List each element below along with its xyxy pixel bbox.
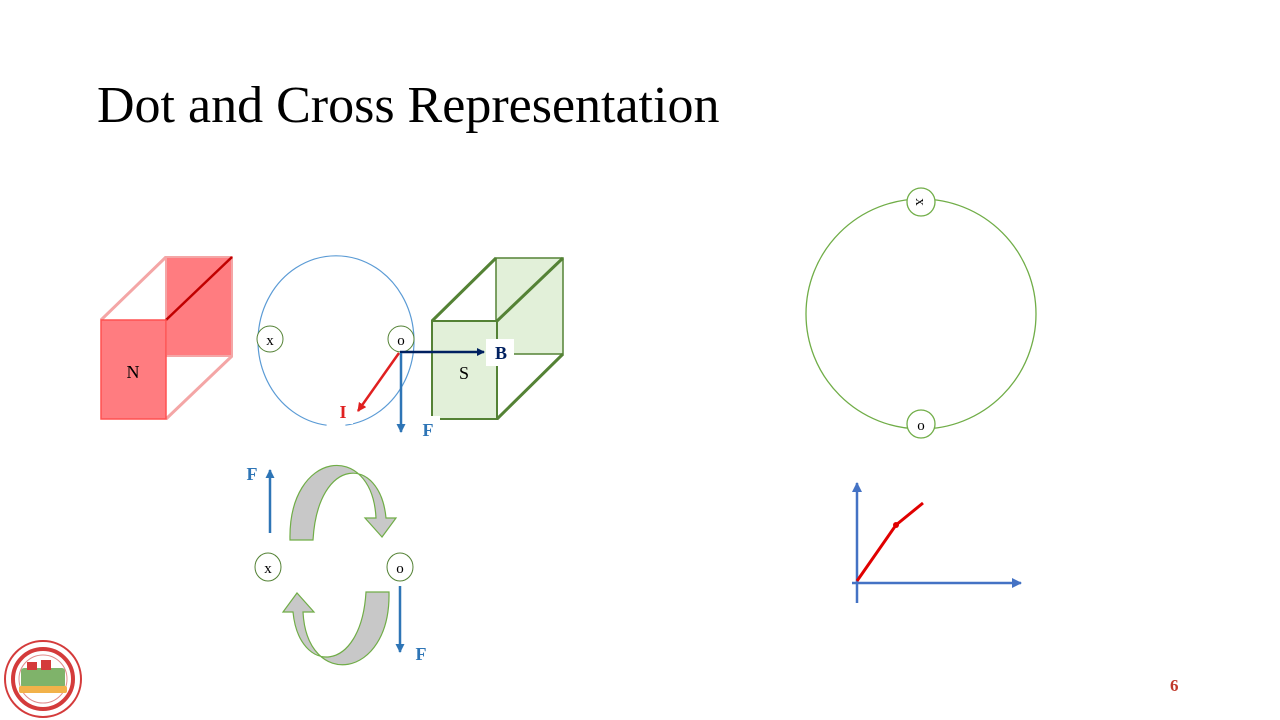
north-magnet: N	[99, 255, 234, 421]
current-label: I	[339, 402, 346, 422]
cross-symbol: x	[266, 333, 274, 349]
north-magnet-edge	[164, 354, 234, 421]
rotation-arrow-upper	[289, 464, 398, 541]
dot-symbol: o	[397, 333, 405, 349]
current-label-box	[333, 398, 353, 424]
south-magnet-edge	[495, 352, 565, 421]
armature-bottom-symbol: o	[917, 418, 925, 434]
north-magnet-label: N	[127, 362, 140, 382]
north-magnet-back-face	[165, 256, 233, 357]
field-label-box	[486, 339, 514, 366]
north-magnet-edge	[99, 255, 168, 322]
south-magnet-front-face	[431, 320, 498, 420]
conductor-cross: x	[256, 325, 284, 353]
north-magnet-edge	[165, 256, 233, 321]
slide-title: Dot and Cross Representation	[97, 77, 720, 134]
field-label: B	[495, 343, 507, 363]
force-label: F	[423, 420, 434, 440]
force-down-label: F	[416, 644, 427, 664]
conductor-dot: o	[387, 325, 415, 353]
south-magnet-edge	[495, 256, 565, 323]
page-number: 6	[1170, 676, 1179, 695]
north-magnet-front-face	[100, 319, 167, 420]
graph-point	[893, 522, 899, 528]
rotation-conductor-cross: x	[254, 552, 282, 582]
armature-conductor-bottom: o	[906, 409, 936, 439]
institute-logo	[4, 640, 82, 718]
rotation-conductor-dot: o	[386, 552, 414, 582]
rotation-cross-symbol: x	[264, 561, 272, 577]
rotation-arrow-lower	[281, 591, 390, 666]
force-up-label: F	[247, 464, 258, 484]
graph-curve	[855, 501, 924, 582]
current-vector-arrow	[356, 352, 401, 412]
coil-loop	[257, 255, 415, 426]
force-label-box	[416, 416, 440, 442]
armature-conductor-top: x	[906, 187, 936, 217]
rotation-dot-symbol: o	[396, 561, 404, 577]
south-magnet: S	[430, 256, 565, 421]
south-magnet-edge	[430, 256, 498, 323]
armature-top-symbol: x	[912, 198, 928, 206]
armature-circle	[805, 198, 1037, 430]
south-magnet-label: S	[459, 363, 469, 383]
